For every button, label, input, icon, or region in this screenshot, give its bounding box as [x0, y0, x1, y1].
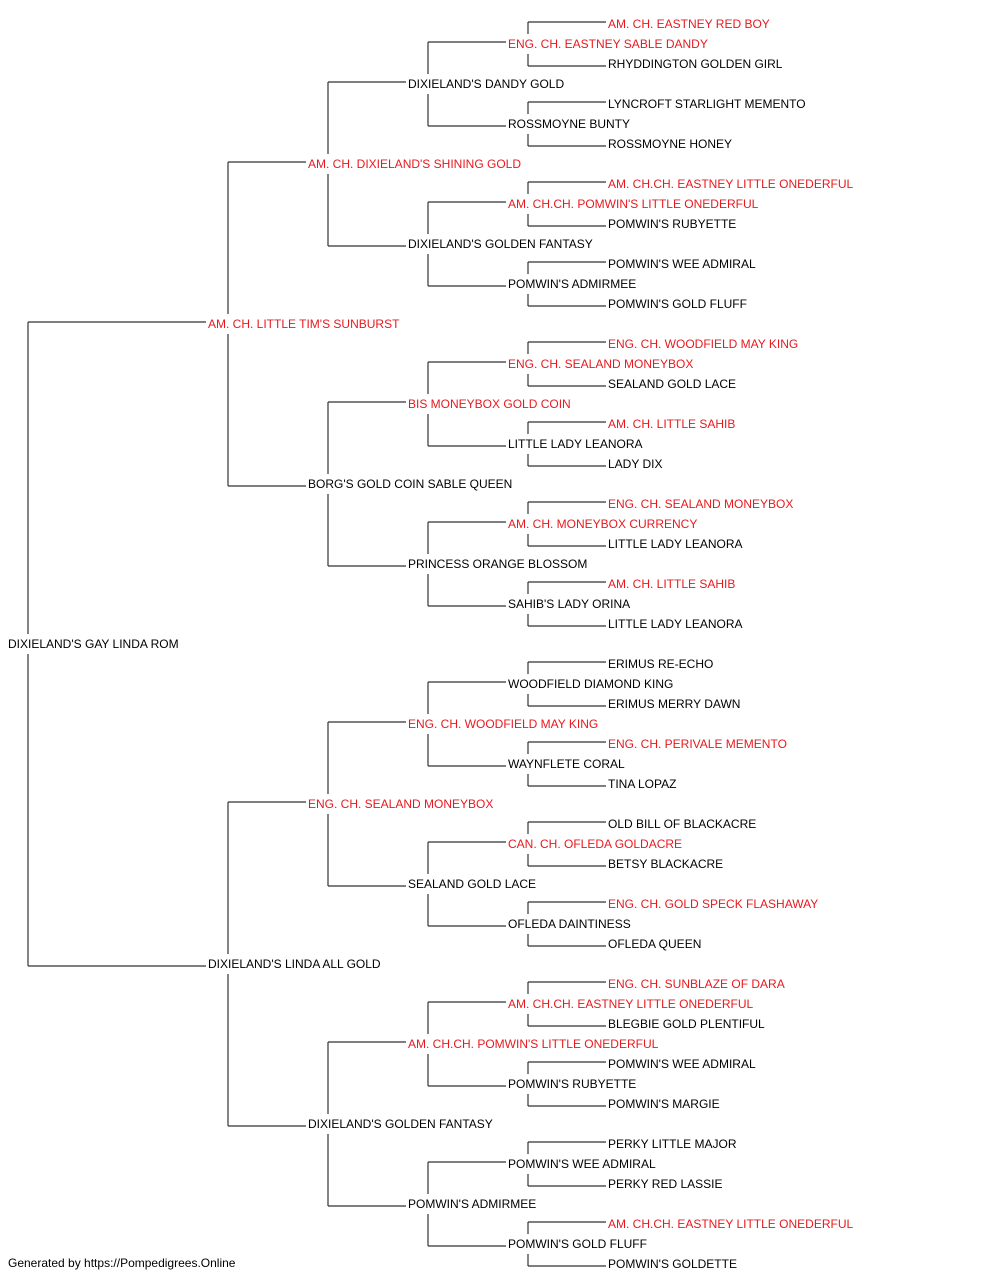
dog-name: POMWIN'S RUBYETTE	[608, 217, 736, 231]
dog-name: POMWIN'S ADMIRMEE	[508, 277, 636, 291]
dog-name: POMWIN'S GOLD FLUFF	[508, 1237, 647, 1251]
champion-name: AM. CH. LITTLE SAHIB	[608, 417, 735, 431]
dog-name: WOODFIELD DIAMOND KING	[508, 677, 673, 691]
champion-name: AM. CH. LITTLE SAHIB	[608, 577, 735, 591]
champion-name: ENG. CH. EASTNEY SABLE DANDY	[508, 37, 708, 51]
champion-name: ENG. CH. SEALAND MONEYBOX	[508, 357, 693, 371]
champion-name: ENG. CH. SEALAND MONEYBOX	[308, 797, 493, 811]
champion-name: AM. CH.CH. POMWIN'S LITTLE ONEDERFUL	[408, 1037, 659, 1051]
champion-name: ENG. CH. SEALAND MONEYBOX	[608, 497, 793, 511]
champion-name: CAN. CH. OFLEDA GOLDACRE	[508, 837, 682, 851]
dog-name: SEALAND GOLD LACE	[608, 377, 736, 391]
champion-name: AM. CH. DIXIELAND'S SHINING GOLD	[308, 157, 521, 171]
dog-name: POMWIN'S GOLDETTE	[608, 1257, 737, 1271]
dog-name: BETSY BLACKACRE	[608, 857, 723, 871]
dog-name: POMWIN'S WEE ADMIRAL	[508, 1157, 656, 1171]
dog-name: POMWIN'S MARGIE	[608, 1097, 720, 1111]
champion-name: AM. CH. EASTNEY RED BOY	[608, 17, 770, 31]
dog-name: OFLEDA DAINTINESS	[508, 917, 631, 931]
dog-name: ROSSMOYNE HONEY	[608, 137, 732, 151]
dog-name: LITTLE LADY LEANORA	[608, 537, 743, 551]
dog-name: DIXIELAND'S DANDY GOLD	[408, 77, 564, 91]
dog-name: SEALAND GOLD LACE	[408, 877, 536, 891]
dog-name: OLD BILL OF BLACKACRE	[608, 817, 756, 831]
champion-name: ENG. CH. WOODFIELD MAY KING	[408, 717, 598, 731]
dog-name: POMWIN'S WEE ADMIRAL	[608, 1057, 756, 1071]
dog-name: ERIMUS RE-ECHO	[608, 657, 713, 671]
champion-name: AM. CH. LITTLE TIM'S SUNBURST	[208, 317, 400, 331]
dog-name: LYNCROFT STARLIGHT MEMENTO	[608, 97, 806, 111]
champion-name: AM. CH. MONEYBOX CURRENCY	[508, 517, 697, 531]
champion-name: ENG. CH. WOODFIELD MAY KING	[608, 337, 798, 351]
champion-name: BIS MONEYBOX GOLD COIN	[408, 397, 571, 411]
dog-name: OFLEDA QUEEN	[608, 937, 701, 951]
dog-name: BLEGBIE GOLD PLENTIFUL	[608, 1017, 765, 1031]
dog-name: PERKY RED LASSIE	[608, 1177, 723, 1191]
dog-name: WAYNFLETE CORAL	[508, 757, 625, 771]
dog-name: LADY DIX	[608, 457, 662, 471]
dog-name: ERIMUS MERRY DAWN	[608, 697, 740, 711]
dog-name: POMWIN'S ADMIRMEE	[408, 1197, 536, 1211]
dog-name: BORG'S GOLD COIN SABLE QUEEN	[308, 477, 512, 491]
dog-name: DIXIELAND'S LINDA ALL GOLD	[208, 957, 381, 971]
champion-name: AM. CH.CH. EASTNEY LITTLE ONEDERFUL	[508, 997, 753, 1011]
dog-name: DIXIELAND'S GOLDEN FANTASY	[408, 237, 593, 251]
champion-name: ENG. CH. GOLD SPECK FLASHAWAY	[608, 897, 818, 911]
champion-name: AM. CH.CH. EASTNEY LITTLE ONEDERFUL	[608, 1217, 853, 1231]
dog-name: ROSSMOYNE BUNTY	[508, 117, 630, 131]
champion-name: ENG. CH. PERIVALE MEMENTO	[608, 737, 787, 751]
dog-name: PRINCESS ORANGE BLOSSOM	[408, 557, 587, 571]
dog-name: TINA LOPAZ	[608, 777, 676, 791]
champion-name: ENG. CH. SUNBLAZE OF DARA	[608, 977, 785, 991]
dog-name: DIXIELAND'S GAY LINDA ROM	[8, 637, 179, 651]
dog-name: RHYDDINGTON GOLDEN GIRL	[608, 57, 783, 71]
footer-credit: Generated by https://Pompedigrees.Online	[8, 1256, 236, 1270]
dog-name: POMWIN'S RUBYETTE	[508, 1077, 636, 1091]
dog-name: POMWIN'S WEE ADMIRAL	[608, 257, 756, 271]
dog-name: POMWIN'S GOLD FLUFF	[608, 297, 747, 311]
champion-name: AM. CH.CH. EASTNEY LITTLE ONEDERFUL	[608, 177, 853, 191]
dog-name: LITTLE LADY LEANORA	[508, 437, 643, 451]
dog-name: LITTLE LADY LEANORA	[608, 617, 743, 631]
dog-name: DIXIELAND'S GOLDEN FANTASY	[308, 1117, 493, 1131]
dog-name: SAHIB'S LADY ORINA	[508, 597, 630, 611]
dog-name: PERKY LITTLE MAJOR	[608, 1137, 737, 1151]
champion-name: AM. CH.CH. POMWIN'S LITTLE ONEDERFUL	[508, 197, 759, 211]
